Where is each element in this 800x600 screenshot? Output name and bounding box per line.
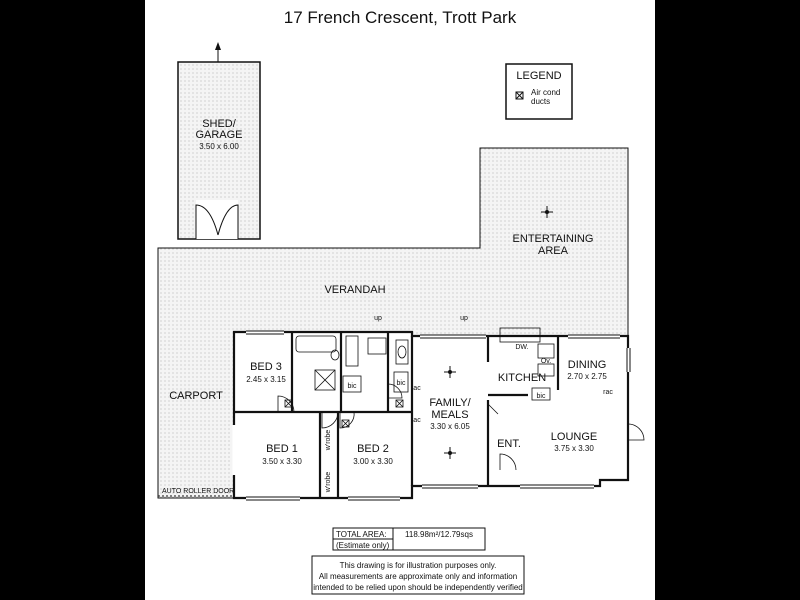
legend-item-line2: ducts (531, 97, 550, 106)
family-name-1: FAMILY/ (429, 397, 471, 409)
wrobe-label-1: w'robe (325, 430, 332, 452)
oven-label: Ov. (541, 358, 551, 365)
up-label-1: up (374, 315, 382, 322)
family-size: 3.30 x 6.05 (430, 422, 470, 431)
lounge-name: LOUNGE (551, 431, 597, 443)
kitchen-label: KITCHEN (498, 372, 546, 384)
disclaimer-line-2: All measurements are approximate only an… (319, 572, 517, 581)
bic-label-1: bic (348, 383, 357, 390)
ac-label-2: ac (413, 417, 421, 424)
shed-name-2: GARAGE (195, 129, 242, 141)
bed3-size: 2.45 x 3.15 (246, 375, 286, 384)
legend-item-line1: Air cond (531, 88, 560, 97)
lounge-size: 3.75 x 3.30 (554, 444, 594, 453)
entertaining-name-2: AREA (538, 245, 569, 257)
fixtures (295, 327, 555, 401)
total-area-table: TOTAL AREA: (Estimate only) 118.98m²/12.… (332, 527, 486, 551)
bic-label-3: bic (537, 393, 546, 400)
total-area-value: 118.98m²/12.79sqs (405, 530, 473, 539)
air-cond-duct-icons (284, 399, 404, 428)
shed-name-1: SHED/ (202, 118, 237, 130)
bed1-name: BED 1 (266, 443, 298, 455)
disclaimer-box: This drawing is for illustration purpose… (311, 555, 525, 595)
disclaimer-line-3: intended to be relied upon should be ind… (313, 583, 523, 592)
total-area-label: TOTAL AREA: (336, 530, 387, 539)
up-label-2: up (460, 315, 468, 322)
north-arrow-icon (215, 42, 221, 50)
dining-name: DINING (568, 359, 607, 371)
verandah-label: VERANDAH (324, 284, 385, 296)
plan-title: 17 French Crescent, Trott Park (284, 8, 517, 27)
total-area-estimate: (Estimate only) (336, 541, 390, 550)
bic-label-2: bic (397, 380, 406, 387)
windows (232, 330, 631, 501)
dining-size: 2.70 x 2.75 (567, 372, 607, 381)
family-name-2: MEALS (431, 409, 468, 421)
auto-roller-door-label: AUTO ROLLER DOOR (162, 488, 234, 495)
carport-label: CARPORT (169, 390, 223, 402)
legend: LEGEND Air cond ducts (505, 63, 573, 120)
dw-label: DW. (515, 344, 528, 351)
shed-garage: SHED/ GARAGE 3.50 x 6.00 (177, 42, 261, 240)
air-cond-duct-icon (515, 91, 524, 100)
entertaining-name-1: ENTERTAINING (513, 233, 594, 245)
ceiling-fan-icons (444, 206, 553, 459)
disclaimer-line-1: This drawing is for illustration purpose… (340, 561, 497, 570)
bed2-size: 3.00 x 3.30 (353, 457, 393, 466)
shed-size: 3.50 x 6.00 (199, 142, 239, 151)
bed1-size: 3.50 x 3.30 (262, 457, 302, 466)
bed2-name: BED 2 (357, 443, 389, 455)
entry-label: ENT. (497, 438, 521, 450)
ac-label-1: ac (413, 385, 421, 392)
bed3-name: BED 3 (250, 361, 282, 373)
wrobe-label-2: w'robe (325, 472, 332, 494)
legend-heading: LEGEND (516, 70, 561, 82)
rac-label: rac (603, 389, 613, 396)
